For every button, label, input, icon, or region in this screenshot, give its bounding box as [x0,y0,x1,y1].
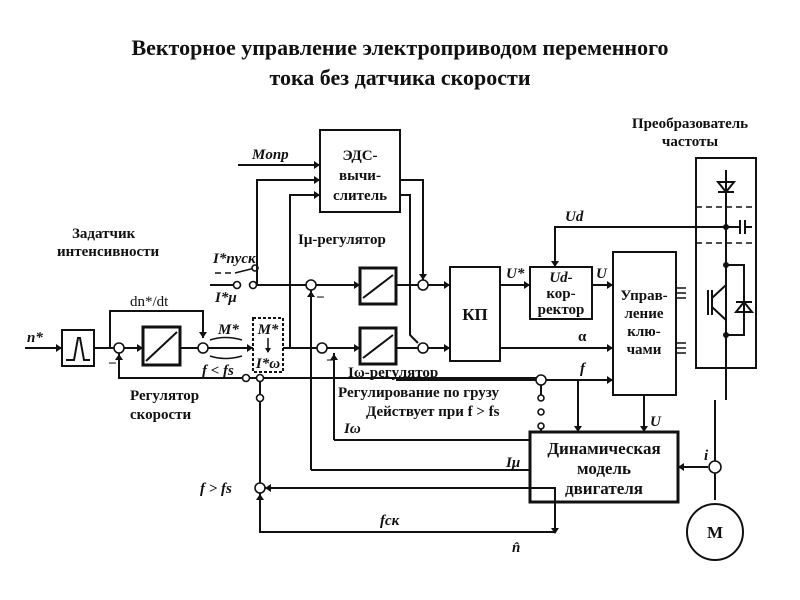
key-control-line-4: чами [627,342,662,358]
ud-corrector-line-1: Ud- [549,270,572,286]
emf-calc-line-1: ЭДС- [342,148,377,164]
freq-converter-label-1: Преобразователь [632,116,748,132]
ud-label: Ud [565,209,584,225]
dynamic-model-block: Динамическая модель двигателя [528,430,680,504]
ramp-icon [66,337,90,361]
sum-node-speed [113,342,125,354]
sum-node-f [535,374,547,386]
sum-node-iw-out [417,342,429,354]
kp-label: КП [462,305,488,324]
key-control-line-3: клю- [627,324,661,340]
minus-sign-iw: − [326,353,335,369]
i-start-label: I*пуск [212,251,256,267]
dyn-model-line-2: модель [577,459,631,478]
sum-node-torque [197,342,209,354]
diagram-title-line-1: Векторное управление электроприводом пер… [131,35,669,60]
i-mu-label: Iμ [505,455,520,471]
gate-output-lines [676,287,686,354]
n-star-label: n* [27,330,43,346]
speed-regulator-label-2: скорости [130,407,191,423]
ud-corrector-line-2: кор- [546,286,575,302]
key-control-line-2: ление [624,306,663,322]
dyn-model-line-3: двигателя [565,479,643,498]
dyn-model-line-1: Динамическая [547,439,660,458]
capacitor-icon [739,220,752,234]
acts-when-label: Действует при f > fs [366,404,500,420]
sum-node-iw [316,342,328,354]
motor-label: M [707,523,723,542]
minus-sign-speed: − [108,356,117,372]
sum-node-imu-out [417,279,429,291]
diode-icon [715,181,737,194]
i-mu-star-label: I*μ [214,290,237,306]
torque-to-current-block: M* I*ω [252,317,284,373]
imu-regulator-block [358,266,398,306]
switch-control-block: Управ- ление клю- чами [612,251,686,396]
dn-dt-label: dn*/dt [130,294,169,310]
f-sk-label: fск [380,513,400,529]
diagram-title-line-2: тока без датчика скорости [269,65,531,90]
n-hat-label: n̂ [512,540,520,556]
pi-characteristic-icon [145,331,178,362]
freewheel-diode-icon [733,300,755,313]
u-model-label: U [650,414,662,430]
u-star-label: U* [506,266,525,282]
ud-corrector-block: Ud- кор- ректор [529,266,593,320]
sum-node-imu [305,279,317,291]
alpha-label: α [578,329,587,345]
u-label: U [596,266,608,282]
i-label: i [704,448,709,464]
intensity-setter-label-2: интенсивности [57,244,160,260]
iw-star-inner-label: I*ω [255,356,280,372]
minus-sign-imu: − [316,290,325,306]
sum-node-f-gt-fs [254,482,266,494]
iw-regulator-label: Iω-регулятор [348,365,438,381]
m-star-label: M* [217,322,239,338]
iw-regulator-block [358,326,398,366]
emf-calc-line-2: вычи- [339,168,381,184]
motor: M [686,400,744,561]
intensity-setter-label-1: Задатчик [72,226,136,242]
m-load-label: Mопр [251,147,289,163]
speed-regulator-block [141,325,182,367]
speed-regulator-label-1: Регулятор [130,388,199,404]
f-gt-fs-label: f > fs [200,481,232,497]
coordinate-converter-block: КП [449,266,501,362]
i-omega-label: Iω [343,421,361,437]
load-regulation-label: Регулирование по грузу [338,385,499,401]
frequency-converter-block [695,157,757,400]
m-star-inner-label: M* [257,322,279,338]
freq-converter-label-2: частоты [662,134,718,150]
switch-contacts [209,336,243,360]
ud-corrector-line-3: ректор [538,302,585,318]
igbt-icon [707,284,727,321]
key-control-line-1: Управ- [620,288,667,304]
imu-regulator-label: Iμ-регулятор [298,232,386,248]
intensity-setter-block [61,329,95,367]
f-label: f [580,361,587,377]
emf-calc-line-3: слитель [333,188,387,204]
f-lt-fs-label: f < fs [202,363,234,379]
emf-calculator-block: ЭДС- вычи- слитель [319,129,401,213]
